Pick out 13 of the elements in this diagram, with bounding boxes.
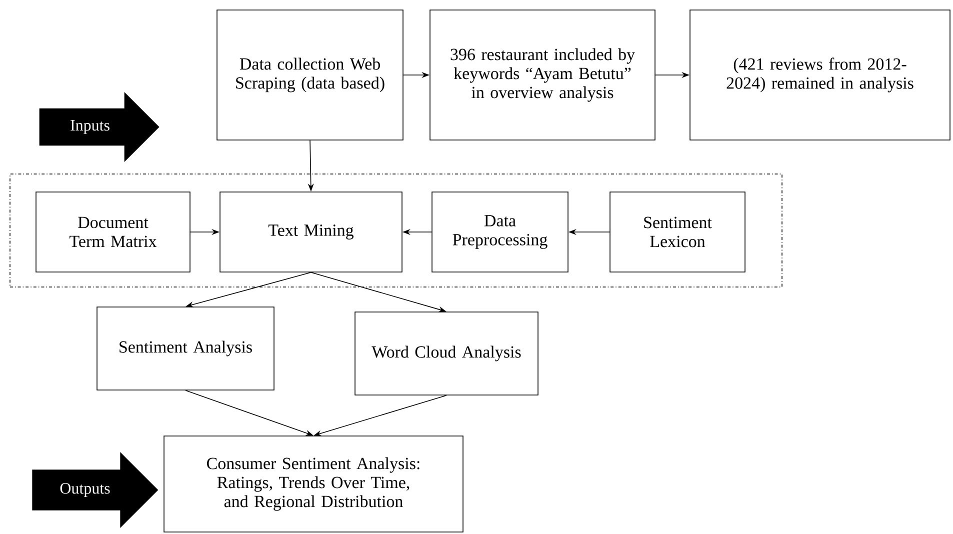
process-box: Text Mining (220, 192, 402, 272)
process-box: Consumer Sentiment Analysis: Ratings, Trends Over Time, and Regional Distribution (164, 436, 464, 532)
arrow-label: Outputs (32, 452, 158, 528)
process-box: (421 reviews from 2012-2024) remained in analysis (690, 10, 950, 140)
process-box: Data collection Web Scraping (data based) (216, 10, 404, 140)
arrow-label: Inputs (39, 92, 160, 162)
process-box: Sentiment Lexicon (610, 192, 746, 272)
dashed-group-frame (10, 174, 782, 288)
process-box: Document Term Matrix (36, 192, 190, 272)
process-box: Word Cloud Analysis (354, 312, 538, 396)
process-box: Data Preprocessing (432, 192, 568, 272)
process-box: Sentiment Analysis (96, 306, 274, 390)
process-box: 396 restaurant included by keywords “Ayam Betutu” in overview analysis (430, 10, 656, 140)
